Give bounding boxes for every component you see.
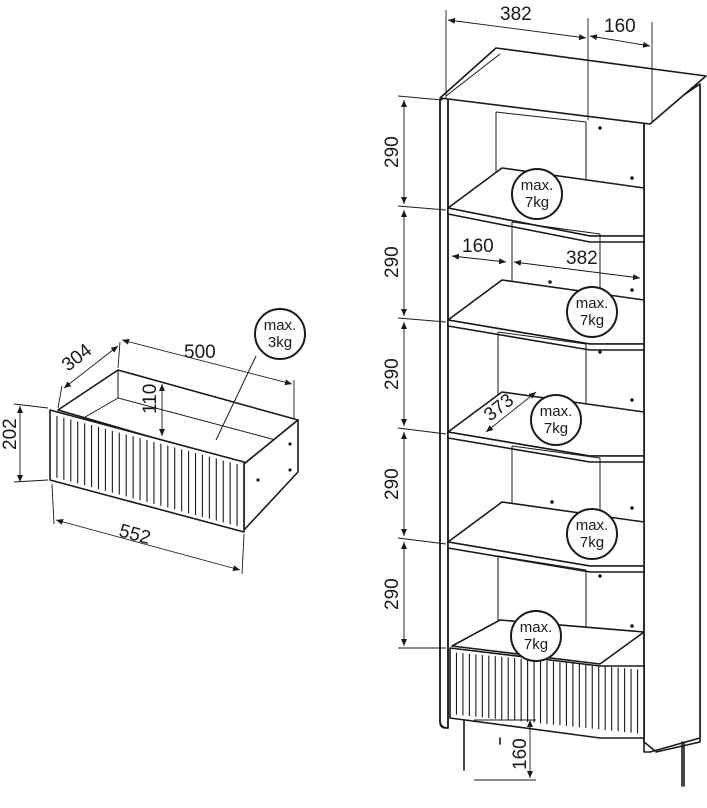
drawer-front-slats <box>56 415 238 527</box>
shelf-height-label-5: 290 <box>382 578 403 610</box>
shelf-load-line1: max. <box>540 403 573 420</box>
cabinet-leg-height-label: 160 <box>510 738 531 770</box>
drawer-depth-label: 304 <box>58 340 96 376</box>
drawer-rail-hole <box>256 478 260 482</box>
drawer-front-width-label: 552 <box>117 521 153 549</box>
shelf-load-line1: max. <box>520 619 553 636</box>
cabinet-drawer-slats <box>455 652 639 734</box>
cabinet-dimensions: 382 160 290 290 290 290 290 160 382 373 <box>382 4 653 781</box>
drawer-load-badge: max. 3kg <box>215 308 306 441</box>
shelf-load-badge-3: max. 7kg <box>530 394 582 446</box>
shelf-height-label-4: 290 <box>382 468 403 500</box>
drawer-load-line1: max. <box>264 317 297 334</box>
shelf-load-line2: 7kg <box>525 194 549 211</box>
shelf-load-badge-2: max. 7kg <box>566 286 618 338</box>
shelf-load-badge-4: max. 7kg <box>566 508 618 560</box>
shelf-height-label-2: 290 <box>382 246 403 278</box>
drawer-load-line2: 3kg <box>268 334 292 351</box>
cabinet-top-right-label: 160 <box>604 16 636 37</box>
shelf-height-label-3: 290 <box>382 358 403 390</box>
shelf-load-line1: max. <box>521 177 554 194</box>
cabinet-mid-left-label: 160 <box>462 236 494 257</box>
drawer-inner-height-label: 110 <box>140 384 161 414</box>
shelf-load-badge-1: max. 7kg <box>511 168 563 220</box>
shelf-load-line1: max. <box>576 517 609 534</box>
drawer-rail-hole <box>288 468 292 472</box>
shelf-load-line2: 7kg <box>580 534 604 551</box>
cabinet-top-width-label: 382 <box>500 4 532 25</box>
shelf-load-line2: 7kg <box>580 312 604 329</box>
shelf-load-line2: 7kg <box>544 420 568 437</box>
drawer-illustration <box>49 369 299 533</box>
shelf-load-badge-5: max. 7kg <box>510 610 562 662</box>
drawer-front-height-label: 202 <box>0 418 21 450</box>
shelf-height-label-1: 290 <box>382 136 403 168</box>
shelf-load-line2: 7kg <box>524 636 548 653</box>
drawer-width-label: 500 <box>184 342 216 363</box>
shelf-load-line1: max. <box>576 295 609 312</box>
drawer-rail-hole <box>288 442 292 446</box>
cabinet-mid-right-label: 382 <box>566 248 598 269</box>
